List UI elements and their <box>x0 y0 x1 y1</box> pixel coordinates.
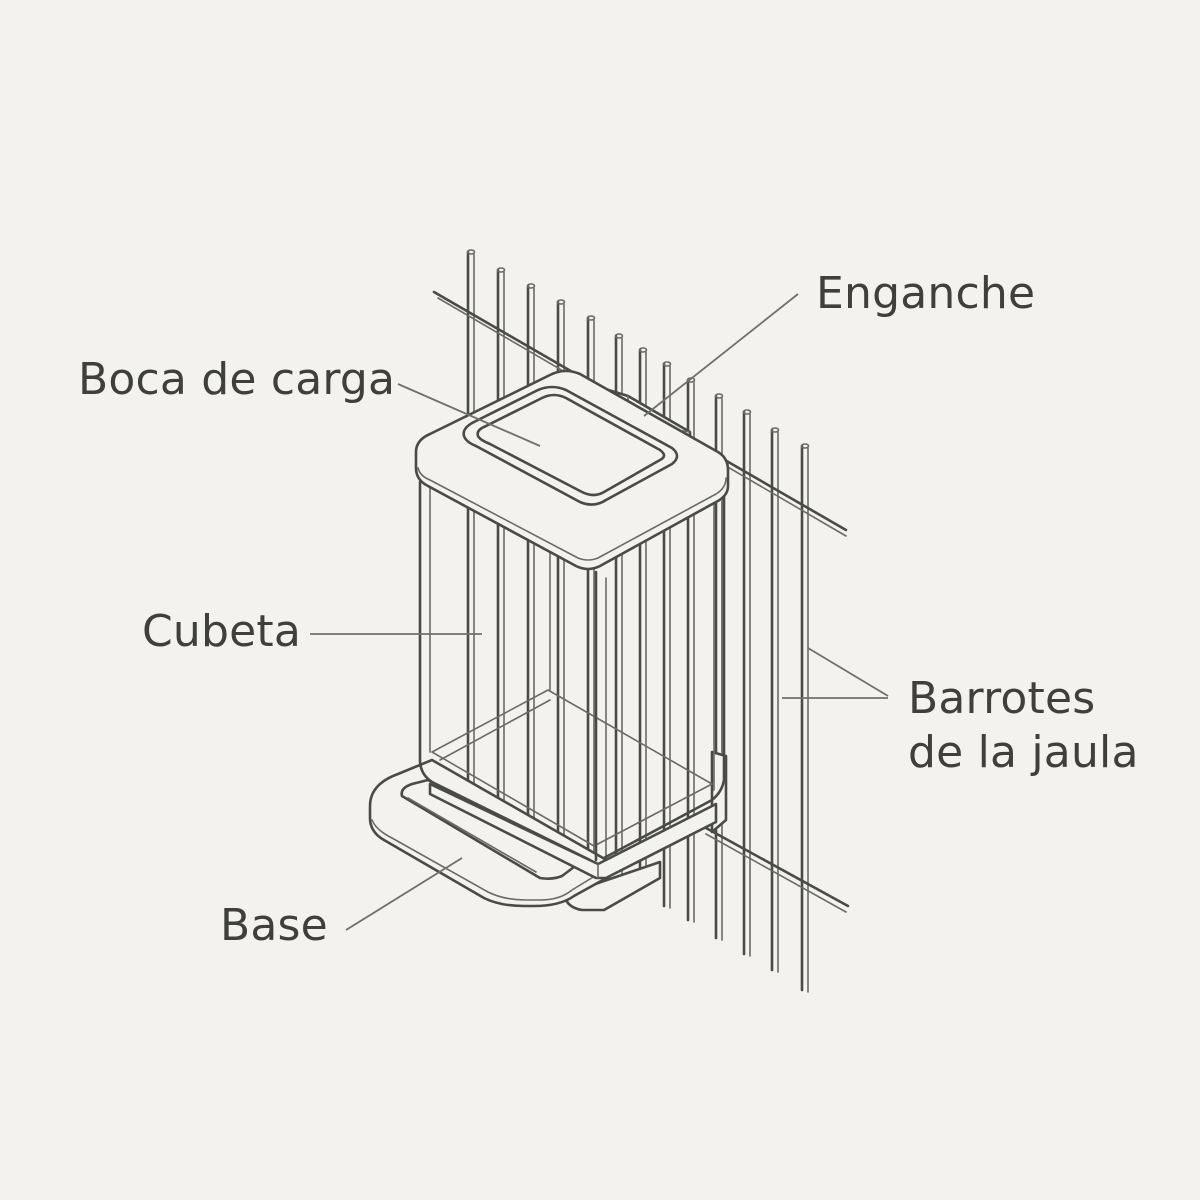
label-enganche: Enganche <box>816 268 1036 319</box>
base-tray <box>368 758 612 908</box>
label-cubeta: Cubeta <box>142 606 302 657</box>
container <box>418 469 726 880</box>
label-barrotes: Barrotes de la jaula <box>908 673 1139 778</box>
label-boca-de-carga: Boca de carga <box>78 354 396 405</box>
label-base: Base <box>220 900 328 951</box>
leader-lines <box>310 293 889 931</box>
lid <box>414 369 730 571</box>
